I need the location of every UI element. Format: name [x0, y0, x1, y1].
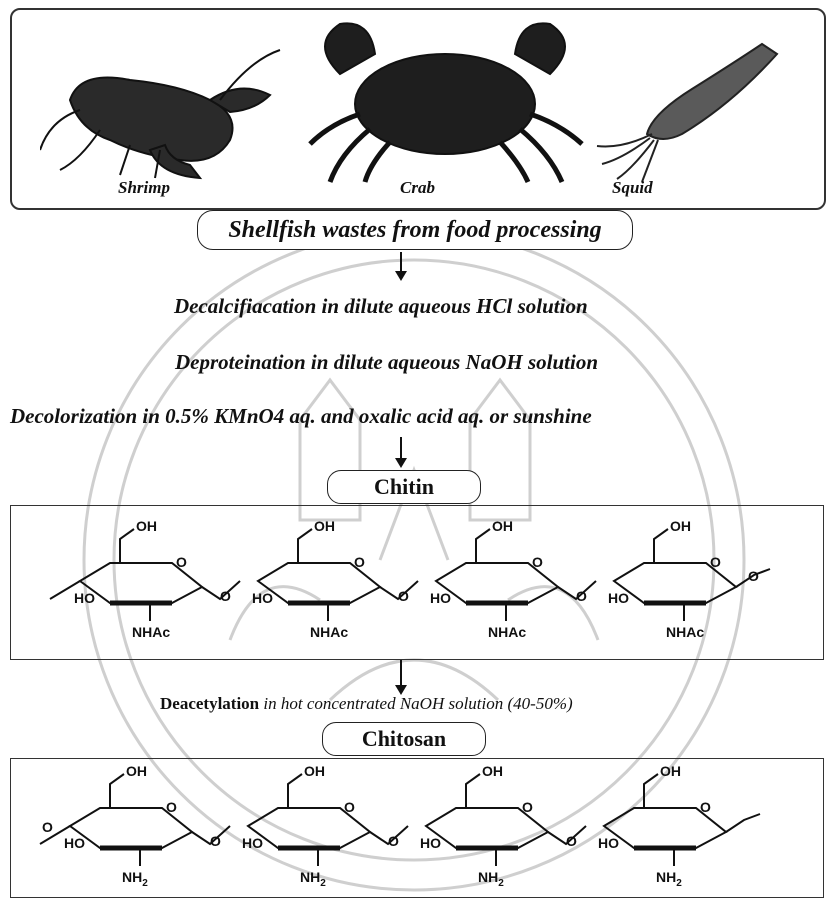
squid-label: Squid [612, 178, 653, 198]
chitin-ho-label: HO [608, 590, 629, 606]
chitin-ch2-bond [654, 529, 668, 563]
chitin-terminal-oxygen: O [748, 568, 759, 584]
step-decalcification: Decalcifiacation in dilute aqueous HCl s… [174, 294, 588, 319]
chitin-sub-label: NHAc [132, 624, 170, 640]
chitosan-oh-label: OH [304, 763, 325, 779]
chitin-oh-label: OH [670, 518, 691, 534]
chitosan-unit-1: OH O HO NH2 O O [40, 763, 230, 889]
chitin-bridge-oxygen: O [398, 588, 409, 604]
chitin-ho-label: HO [252, 590, 273, 606]
chitin-ch2-bond [120, 529, 134, 563]
chitosan-sub-label: NH2 [122, 869, 148, 889]
chitosan-ch2-bond [466, 774, 480, 808]
step-decolorization: Decolorization in 0.5% KMnO4 aq. and oxa… [10, 404, 592, 429]
chitin-unit-3: OH O HO NHAc O [430, 518, 596, 640]
crab-image [300, 14, 590, 184]
chitosan-sub-label: NH2 [300, 869, 326, 889]
chitosan-ring-oxygen: O [166, 799, 177, 815]
chitosan-oh-label: OH [482, 763, 503, 779]
chitosan-sub-label: NH2 [656, 869, 682, 889]
chitin-unit-2: OH O HO NHAc O [252, 518, 418, 640]
chitin-bridge-oxygen: O [220, 588, 231, 604]
chitin-ho-label: HO [74, 590, 95, 606]
deacetylation-conditions: in hot concentrated NaOH solution (40-50… [259, 694, 573, 713]
chitin-ring-oxygen: O [532, 554, 543, 570]
chitin-oh-label: OH [314, 518, 335, 534]
chitosan-ho-label: HO [242, 835, 263, 851]
chitin-ho-label: HO [430, 590, 451, 606]
chitosan-bridge-oxygen: O [566, 833, 577, 849]
shrimp-image [40, 40, 290, 180]
arrow-2 [400, 437, 402, 459]
chitosan-sub-index: 2 [676, 878, 682, 889]
chitin-title: Chitin [374, 474, 434, 500]
chitin-title-box: Chitin [327, 470, 481, 504]
arrow-3 [400, 660, 402, 686]
source-title: Shellfish wastes from food processing [228, 217, 601, 244]
chitin-ring-oxygen: O [354, 554, 365, 570]
chitin-oh-label: OH [492, 518, 513, 534]
chitin-unit-1: OH O HO NHAc O [50, 518, 240, 640]
chitin-unit-4: OH O HO NHAc O [608, 518, 770, 640]
chitin-sub-label: NHAc [310, 624, 348, 640]
crab-label: Crab [400, 178, 435, 198]
chitosan-sub-index: 2 [320, 878, 326, 889]
chitosan-bridge-oxygen: O [388, 833, 399, 849]
deacetylation-keyword: Deacetylation [160, 694, 259, 713]
chitosan-ch2-bond [644, 774, 658, 808]
chitin-ring-oxygen: O [710, 554, 721, 570]
chitosan-sub-index: 2 [142, 878, 148, 889]
chitosan-terminal-bond [726, 814, 760, 832]
chitin-ring-oxygen: O [176, 554, 187, 570]
chitosan-title-box: Chitosan [322, 722, 486, 756]
chitosan-unit-4: OH O HO NH2 [598, 763, 760, 889]
chitosan-title: Chitosan [362, 726, 446, 752]
chitosan-unit-3: OH O HO NH2 O [420, 763, 586, 889]
chitosan-ring-oxygen: O [344, 799, 355, 815]
chitosan-ho-label: HO [64, 835, 85, 851]
chitin-bridge-oxygen: O [576, 588, 587, 604]
chitosan-start-oxygen: O [42, 819, 53, 835]
chitosan-oh-label: OH [660, 763, 681, 779]
chitosan-sub-index: 2 [498, 878, 504, 889]
step-deproteination: Deproteination in dilute aqueous NaOH so… [175, 350, 598, 375]
chitosan-ho-label: HO [598, 835, 619, 851]
source-title-box: Shellfish wastes from food processing [197, 210, 633, 250]
chitin-ch2-bond [476, 529, 490, 563]
chitosan-ch2-bond [288, 774, 302, 808]
chitosan-ring-oxygen: O [522, 799, 533, 815]
chitosan-bridge-oxygen: O [210, 833, 221, 849]
chitin-sub-label: NHAc [666, 624, 704, 640]
chitin-ch2-bond [298, 529, 312, 563]
deacetylation-step: Deacetylation in hot concentrated NaOH s… [160, 694, 573, 714]
chitin-sub-label: NHAc [488, 624, 526, 640]
chitosan-oh-label: OH [126, 763, 147, 779]
chitosan-ho-label: HO [420, 835, 441, 851]
chitosan-unit-2: OH O HO NH2 O [242, 763, 408, 889]
shrimp-label: Shrimp [118, 178, 170, 198]
squid-image [592, 34, 782, 184]
chitin-oh-label: OH [136, 518, 157, 534]
arrow-1 [400, 252, 402, 272]
chitosan-ch2-bond [110, 774, 124, 808]
chitosan-sub-label: NH2 [478, 869, 504, 889]
chitosan-ring-oxygen: O [700, 799, 711, 815]
